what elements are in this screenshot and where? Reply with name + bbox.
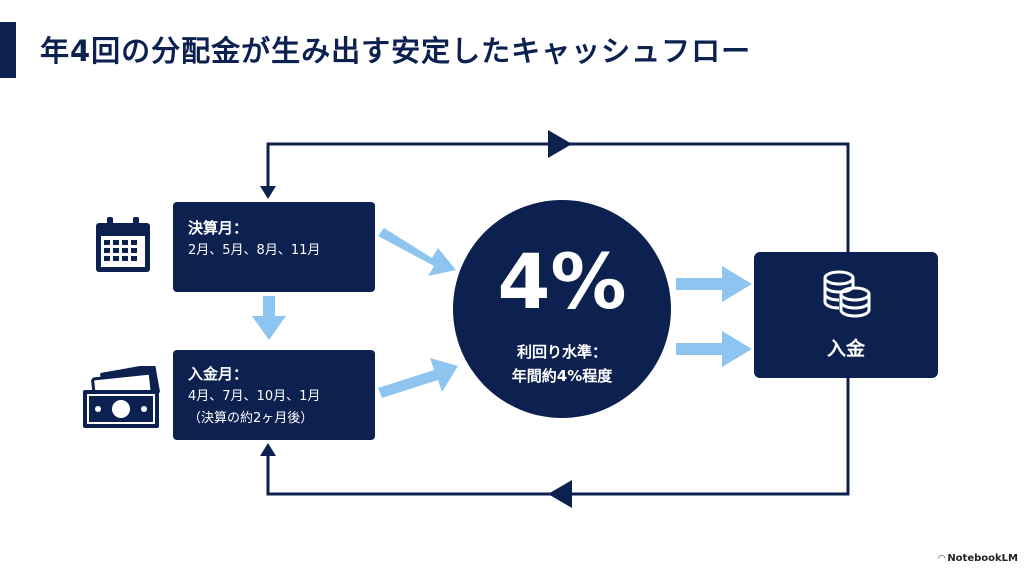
settlement-heading: 決算月： xyxy=(188,219,249,237)
payment-months: 4月、7月、10月、1月 xyxy=(188,389,321,404)
watermark-text: NotebookLM xyxy=(947,553,1018,564)
settlement-to-yield-arrow xyxy=(378,228,456,276)
settlement-to-payment-arrow xyxy=(252,296,286,340)
yield-to-income-arrow-upper xyxy=(676,266,752,302)
top-loop-arrowhead xyxy=(548,130,572,158)
money-stack-icon xyxy=(83,366,160,428)
yield-caption-line1: 利回り水準： xyxy=(516,343,607,361)
payment-to-yield-arrow xyxy=(378,358,458,398)
bottom-loop-up-arrowhead xyxy=(260,443,276,456)
payment-heading: 入金月： xyxy=(188,365,249,383)
yield-circle: 4% 利回り水準： 年間約4%程度 xyxy=(453,200,671,418)
bottom-loop-arrowhead xyxy=(548,480,572,508)
top-loop-down-arrowhead xyxy=(260,186,276,199)
payment-note: （決算の約2ヶ月後） xyxy=(188,411,314,426)
notebooklm-watermark: ◠NotebookLM xyxy=(938,553,1018,564)
income-box: 入金 xyxy=(754,252,938,378)
income-label: 入金 xyxy=(826,338,865,360)
calendar-icon xyxy=(96,217,150,272)
title-accent-bar xyxy=(0,22,16,78)
settlement-month-box: 決算月： 2月、5月、8月、11月 xyxy=(173,202,375,292)
coins-icon xyxy=(823,270,871,318)
payment-month-box: 入金月： 4月、7月、10月、1月 （決算の約2ヶ月後） xyxy=(173,350,375,440)
yield-caption-line2: 年間約4%程度 xyxy=(511,367,613,385)
yield-to-income-arrow-lower xyxy=(676,331,752,367)
settlement-months: 2月、5月、8月、11月 xyxy=(188,243,321,258)
notebooklm-logo-icon: ◠ xyxy=(938,554,946,564)
yield-percent: 4% xyxy=(497,237,627,326)
page-title: 年4回の分配金が生み出す安定したキャッシュフロー xyxy=(40,34,752,68)
yield-caption: 利回り水準： 年間約4%程度 xyxy=(453,340,671,388)
